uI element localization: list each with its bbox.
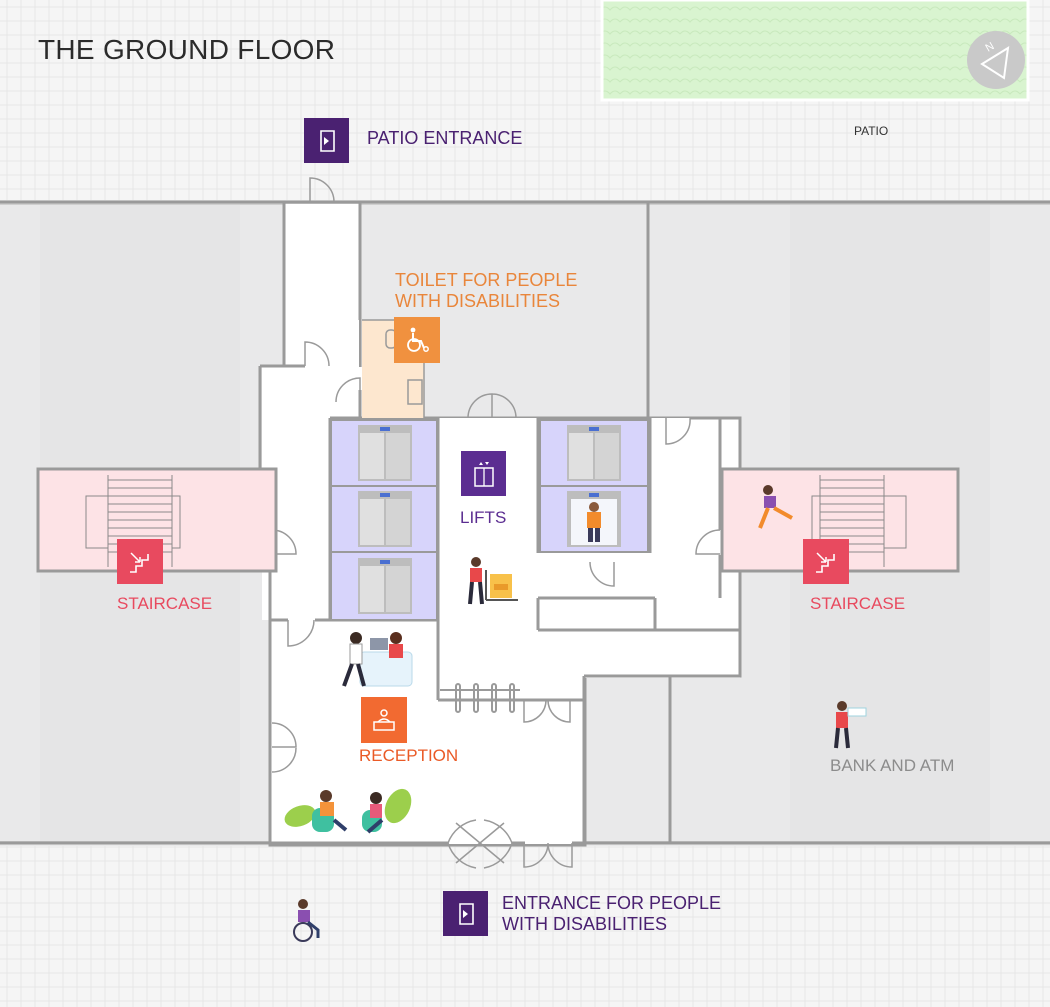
patio-entrance-label: PATIO ENTRANCE [367,128,523,148]
reception-label: RECEPTION [359,746,459,765]
lifts-label: LIFTS [460,508,507,527]
railings [440,683,520,713]
page-title: THE GROUND FLOOR [38,34,336,65]
running-person-illustration [758,485,793,529]
door-swings [271,177,721,869]
entrance-label-line2: WITH DISABILITIES [502,914,668,934]
bank-atm-label: BANK AND ATM [830,756,955,775]
atm-user-illustration [834,701,867,749]
compass-icon: N [967,31,1025,89]
patio-lawn [600,0,1030,102]
patio-entrance-door-icon [304,118,349,163]
lift-icon [461,451,506,496]
lift-doors [358,425,621,614]
reception-desk-illustration [342,632,413,687]
staircase-icon [117,539,163,584]
entrance-label-line1: ENTRANCE FOR PEOPLE [502,893,722,913]
toilet-label-line1: TOILET FOR PEOPLE [395,270,578,290]
patio-label: PATIO [854,124,889,138]
reception-desk-icon [361,697,407,743]
staircase-icon [803,539,849,584]
staircase-left-label: STAIRCASE [117,594,213,613]
lounge-illustration [284,788,412,834]
delivery-worker-illustration [468,557,518,605]
wheelchair-user-illustration [293,899,320,942]
entrance-door-icon [443,891,488,936]
toilet-label-line2: WITH DISABILITIES [395,291,561,311]
wheelchair-icon [394,317,440,363]
staircase-right-label: STAIRCASE [810,594,906,613]
